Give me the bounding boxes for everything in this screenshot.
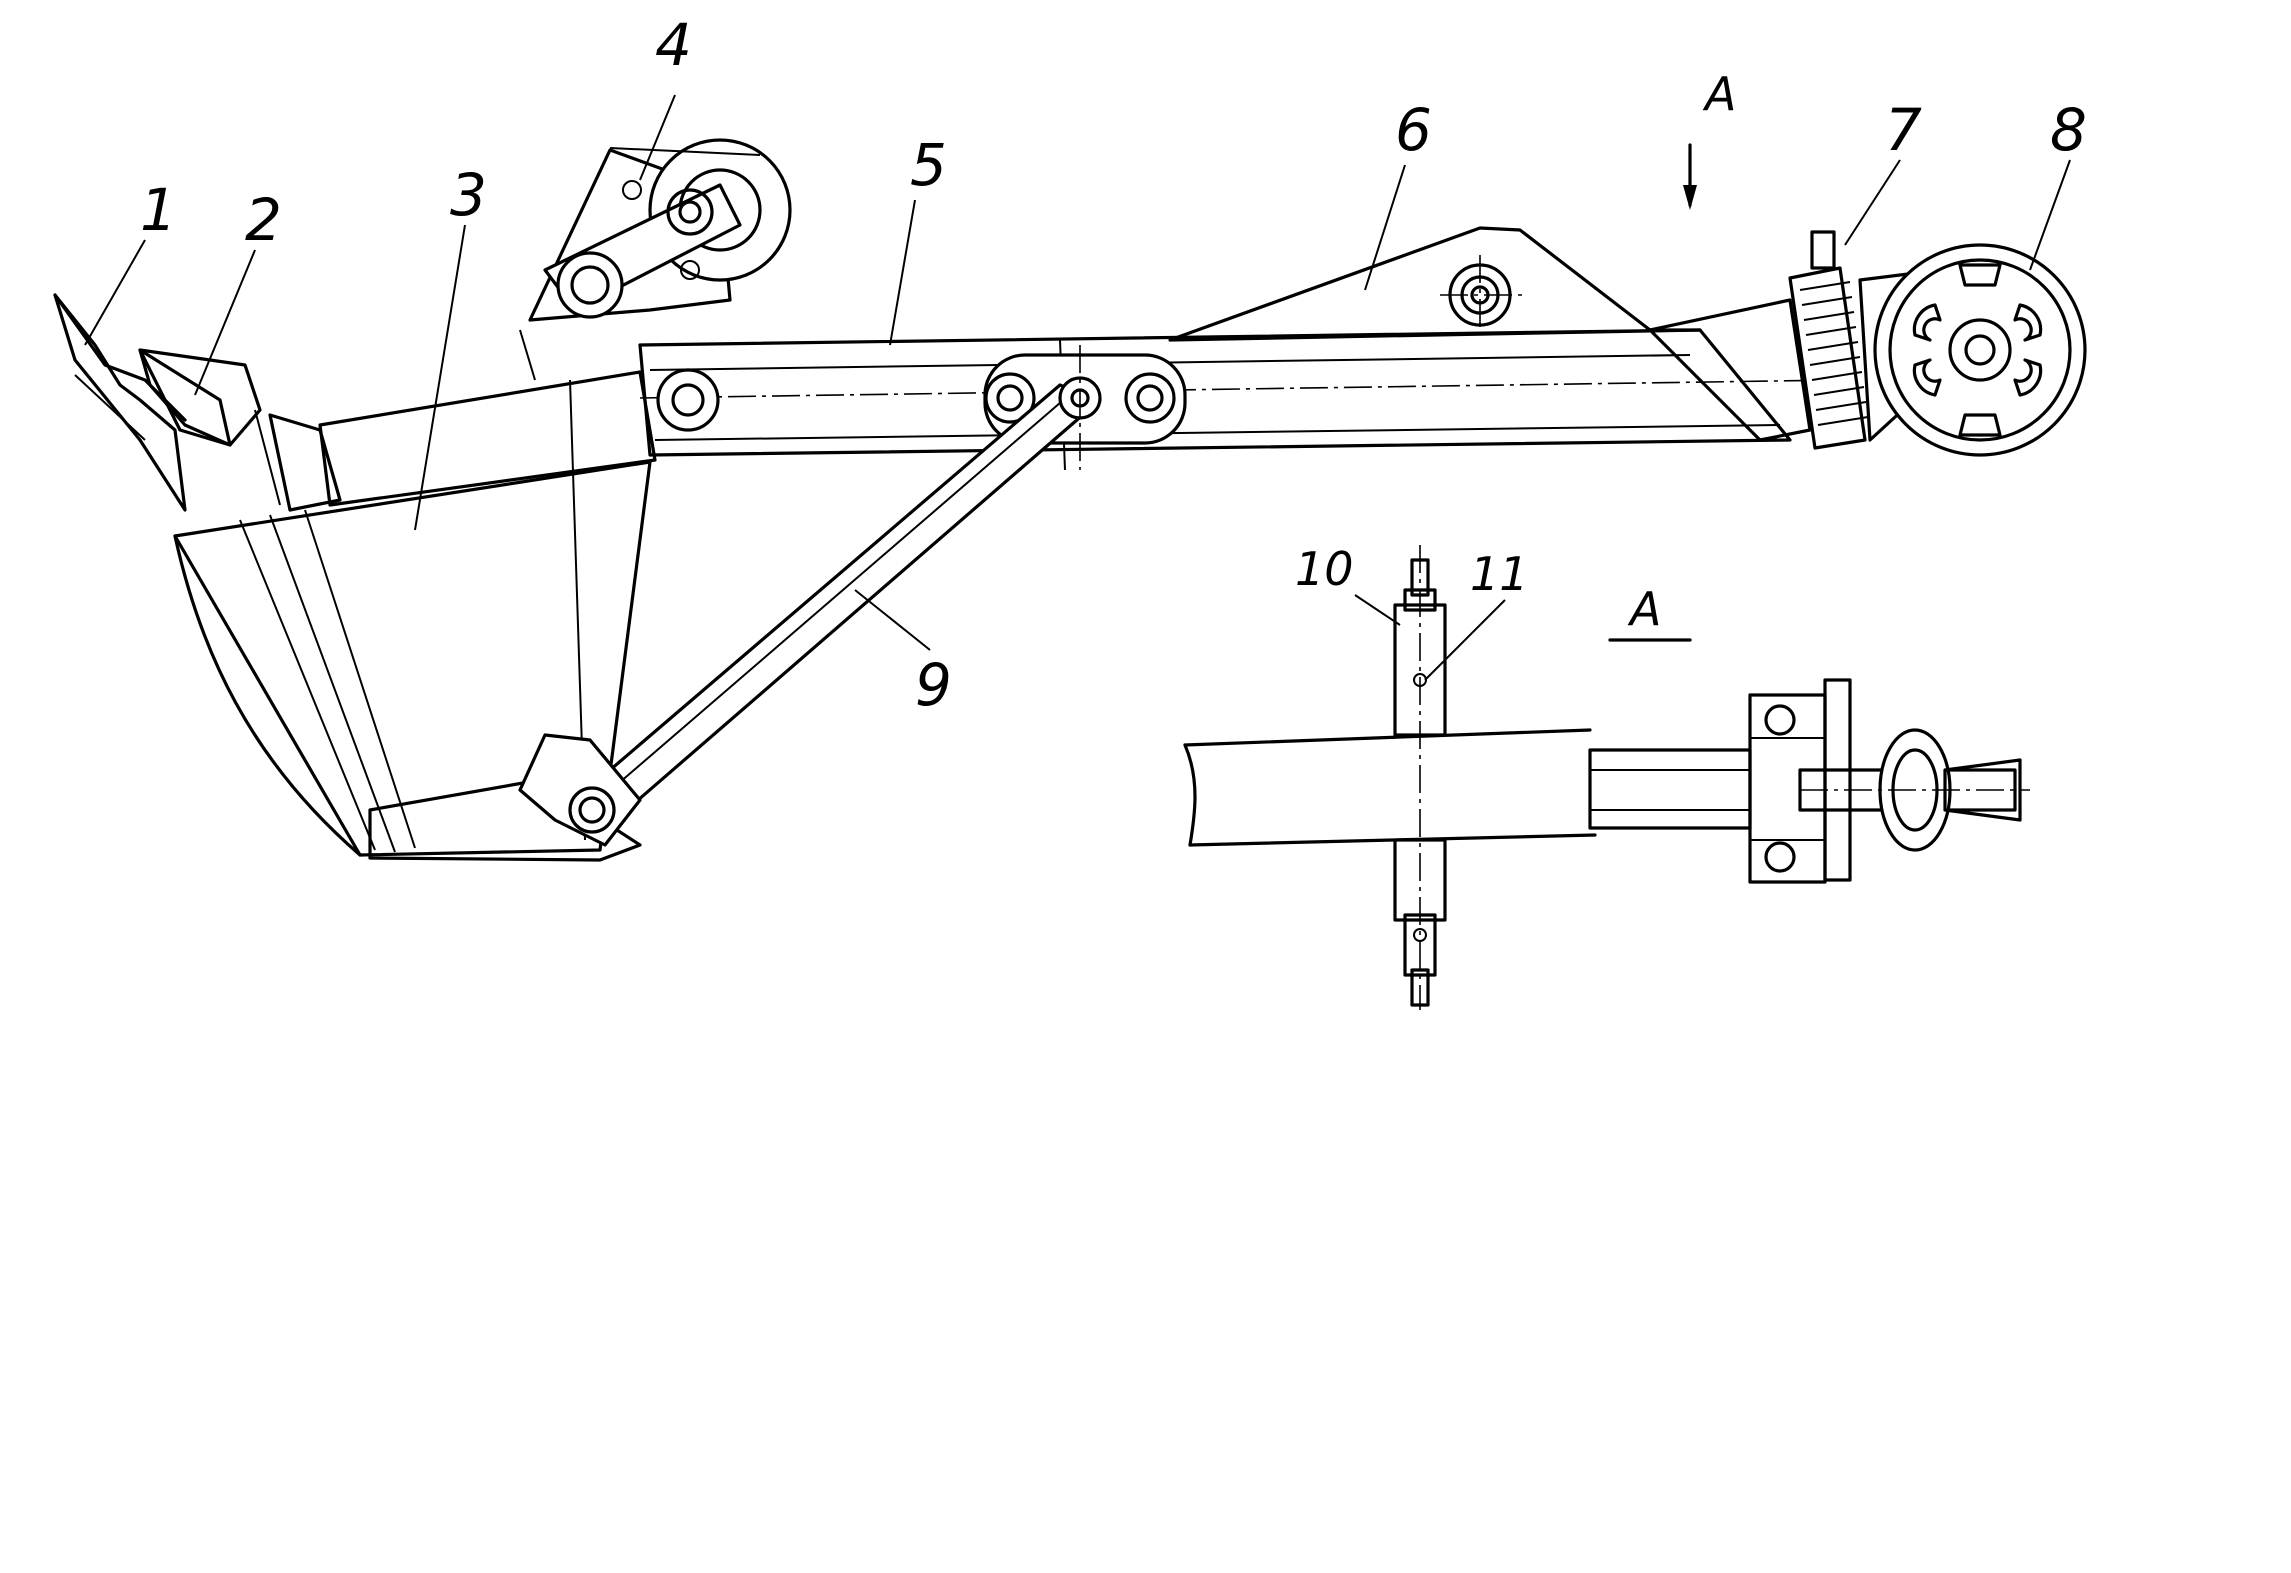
label-section-a: A [1627,582,1661,636]
bucket [173,370,657,862]
strut [518,345,1102,847]
label-part-9: 9 [915,651,952,719]
part-labels: 1 2 3 4 5 6 A 7 8 9 10 11 A [140,11,2087,719]
label-part-7: 7 [1885,96,1922,164]
view-arrow [1683,143,1697,210]
label-part-11: 11 [1470,547,1529,601]
pulley-wheel [1858,243,2087,457]
label-part-5: 5 [910,131,947,199]
section-view-a [1183,545,2030,1010]
label-part-10: 10 [1295,542,1354,596]
spring-adjuster [1788,230,1869,450]
label-part-8: 8 [2050,96,2087,164]
label-part-2: 2 [245,186,282,254]
adapter [138,348,342,512]
label-part-1: 1 [140,176,177,244]
leader-lines [84,94,2071,681]
bracket [1168,226,1812,442]
label-part-4: 4 [655,11,692,79]
dipper-pulley [519,138,792,381]
label-part-3: 3 [450,161,487,229]
handle [638,328,1841,471]
label-part-6: 6 [1395,96,1432,164]
label-view-arrow-a: A [1702,67,1736,121]
